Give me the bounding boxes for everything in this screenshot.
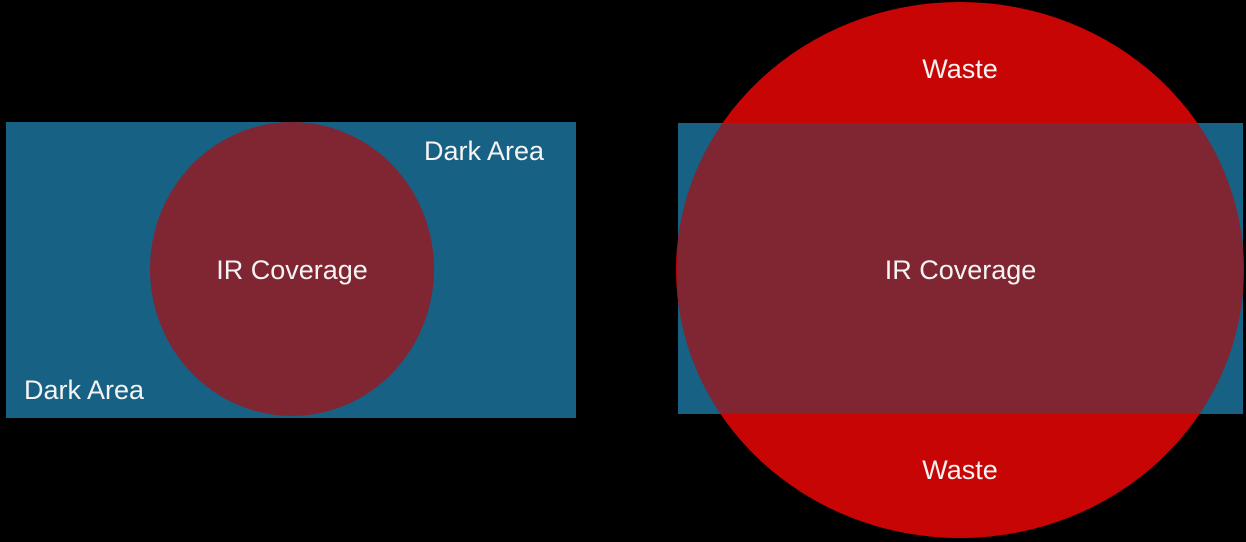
dark-area-label-bottom-left: Dark Area xyxy=(24,375,145,405)
ir-coverage-label-right: IR Coverage xyxy=(884,255,1037,285)
ir-coverage-circle-left xyxy=(150,122,434,416)
dark-area-rect-right xyxy=(678,123,1243,414)
ir-coverage-label-left: IR Coverage xyxy=(216,255,368,285)
ir-coverage-overlap xyxy=(678,123,1243,414)
waste-label-top: Waste xyxy=(922,54,998,84)
waste-label-bottom: Waste xyxy=(922,455,998,485)
dark-area-label-top-right: Dark Area xyxy=(424,136,545,166)
